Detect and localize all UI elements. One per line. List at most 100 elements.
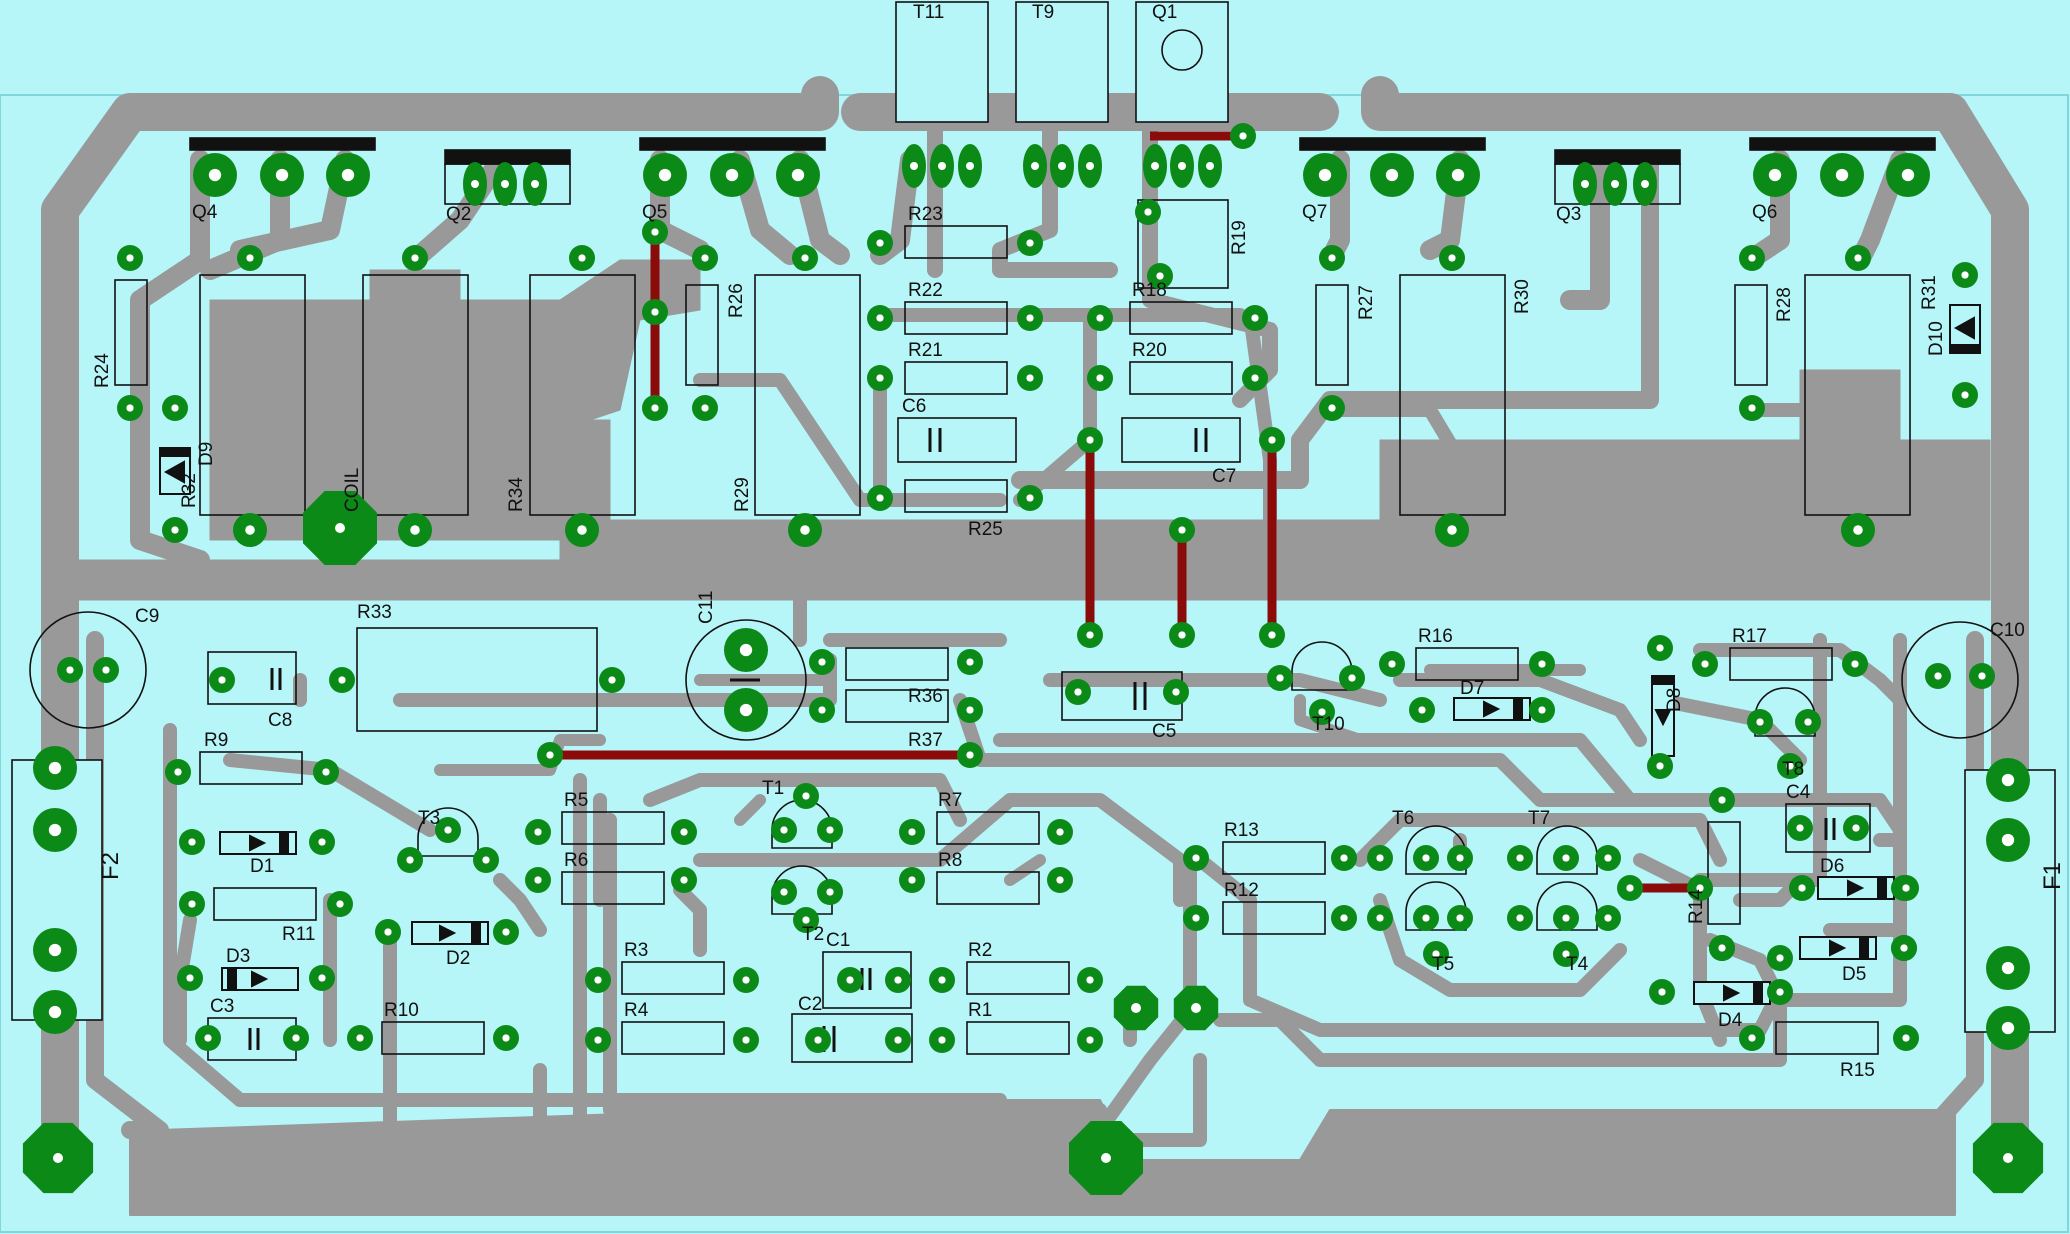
label-R24: R24 <box>92 353 113 388</box>
label-R28: R28 <box>1774 287 1795 322</box>
pad-hole <box>2003 1153 2013 1163</box>
diode-D7 <box>1453 697 1531 721</box>
pad-hole <box>246 254 254 262</box>
pad-hole <box>577 525 587 535</box>
label-R33: R33 <box>357 602 392 623</box>
pad-hole <box>1604 854 1612 862</box>
pad-hole <box>126 254 134 262</box>
label-C10: C10 <box>1990 620 2025 641</box>
pad-hole <box>1581 180 1589 188</box>
pad-hole <box>126 404 134 412</box>
pad-hole <box>1026 374 1034 382</box>
pad-hole <box>1340 914 1348 922</box>
pad-hole <box>846 976 854 984</box>
pad-hole <box>534 876 542 884</box>
pad-hole <box>780 888 788 896</box>
pad-hole <box>1144 208 1152 216</box>
label-T8: T8 <box>1782 759 1804 780</box>
pad-hole <box>680 828 688 836</box>
pad-hole <box>208 168 222 182</box>
diode-D6 <box>1817 876 1895 900</box>
pad-hole <box>1562 950 1570 958</box>
pad-hole <box>1718 944 1726 952</box>
label-T9: T9 <box>1032 2 1054 23</box>
label-R36: R36 <box>908 686 943 707</box>
pad-hole <box>876 374 884 382</box>
pad-hole <box>2001 833 2015 847</box>
pad-hole <box>966 658 974 666</box>
pad-hole <box>53 1153 63 1163</box>
pad-hole <box>338 676 346 684</box>
pad-hole <box>1131 1003 1141 1013</box>
pad-hole <box>1748 1034 1756 1042</box>
pad-hole <box>245 525 255 535</box>
pad-hole <box>1318 708 1326 716</box>
pad-hole <box>1328 404 1336 412</box>
pad-hole <box>826 888 834 896</box>
pad-hole <box>1901 168 1915 182</box>
pad-hole <box>1192 854 1200 862</box>
pad-hole <box>1562 914 1570 922</box>
label-Q5: Q5 <box>642 202 667 223</box>
label-R17: R17 <box>1732 626 1767 647</box>
pad-hole <box>1626 884 1634 892</box>
pad-hole <box>1192 914 1200 922</box>
pad-hole <box>1748 404 1756 412</box>
pad-hole <box>1432 950 1440 958</box>
pad-hole <box>938 162 946 170</box>
pad-hole <box>1056 828 1064 836</box>
pad-hole <box>1718 796 1726 804</box>
label-R23: R23 <box>908 204 943 225</box>
label-R6: R6 <box>564 850 588 871</box>
pad-hole <box>651 228 659 236</box>
diode-D1 <box>219 831 297 855</box>
label-R10: R10 <box>384 1000 419 1021</box>
pad-hole <box>1854 254 1862 262</box>
label-Q1: Q1 <box>1152 2 1177 23</box>
pad-hole <box>1961 391 1969 399</box>
label-R2: R2 <box>968 940 992 961</box>
pad-hole <box>908 876 916 884</box>
pad-hole <box>501 180 509 188</box>
label-R16: R16 <box>1418 626 1453 647</box>
pad-hole <box>725 168 739 182</box>
label-T4: T4 <box>1566 954 1589 975</box>
pad-hole <box>818 658 826 666</box>
pad-hole <box>1156 272 1164 280</box>
pad-hole <box>1934 672 1942 680</box>
pad-hole <box>48 943 62 957</box>
pad-hole <box>1748 254 1756 262</box>
pad-hole <box>1318 168 1332 182</box>
pad-hole <box>502 1034 510 1042</box>
label-C3: C3 <box>210 996 234 1017</box>
pad-hole <box>356 1034 364 1042</box>
pad-hole <box>1058 162 1066 170</box>
diode-D10 <box>1949 304 1981 354</box>
pad-hole <box>1516 914 1524 922</box>
pad-hole <box>1086 162 1094 170</box>
pad-hole <box>384 928 392 936</box>
pad-hole <box>1804 718 1812 726</box>
label-C11: C11 <box>696 591 717 624</box>
pad-hole <box>1902 1034 1910 1042</box>
label-R20: R20 <box>1132 340 1167 361</box>
pad-hole <box>444 826 452 834</box>
pad-hole <box>48 761 62 775</box>
pad-hole <box>102 666 110 674</box>
pad-hole <box>322 768 330 776</box>
label-T11: T11 <box>913 2 944 23</box>
pad-hole <box>1456 914 1464 922</box>
pad-hole <box>1851 660 1859 668</box>
pad-hole <box>894 1036 902 1044</box>
pad-hole <box>341 168 355 182</box>
pad-hole <box>1562 854 1570 862</box>
pad-hole <box>1641 180 1649 188</box>
pad-hole <box>651 308 659 316</box>
pad-hole <box>1340 854 1348 862</box>
pad-hole <box>1516 854 1524 862</box>
label-C6: C6 <box>902 396 926 417</box>
pad-hole <box>1447 525 1457 535</box>
label-T3: T3 <box>418 808 440 829</box>
label-F1: F1 <box>2039 862 2066 890</box>
